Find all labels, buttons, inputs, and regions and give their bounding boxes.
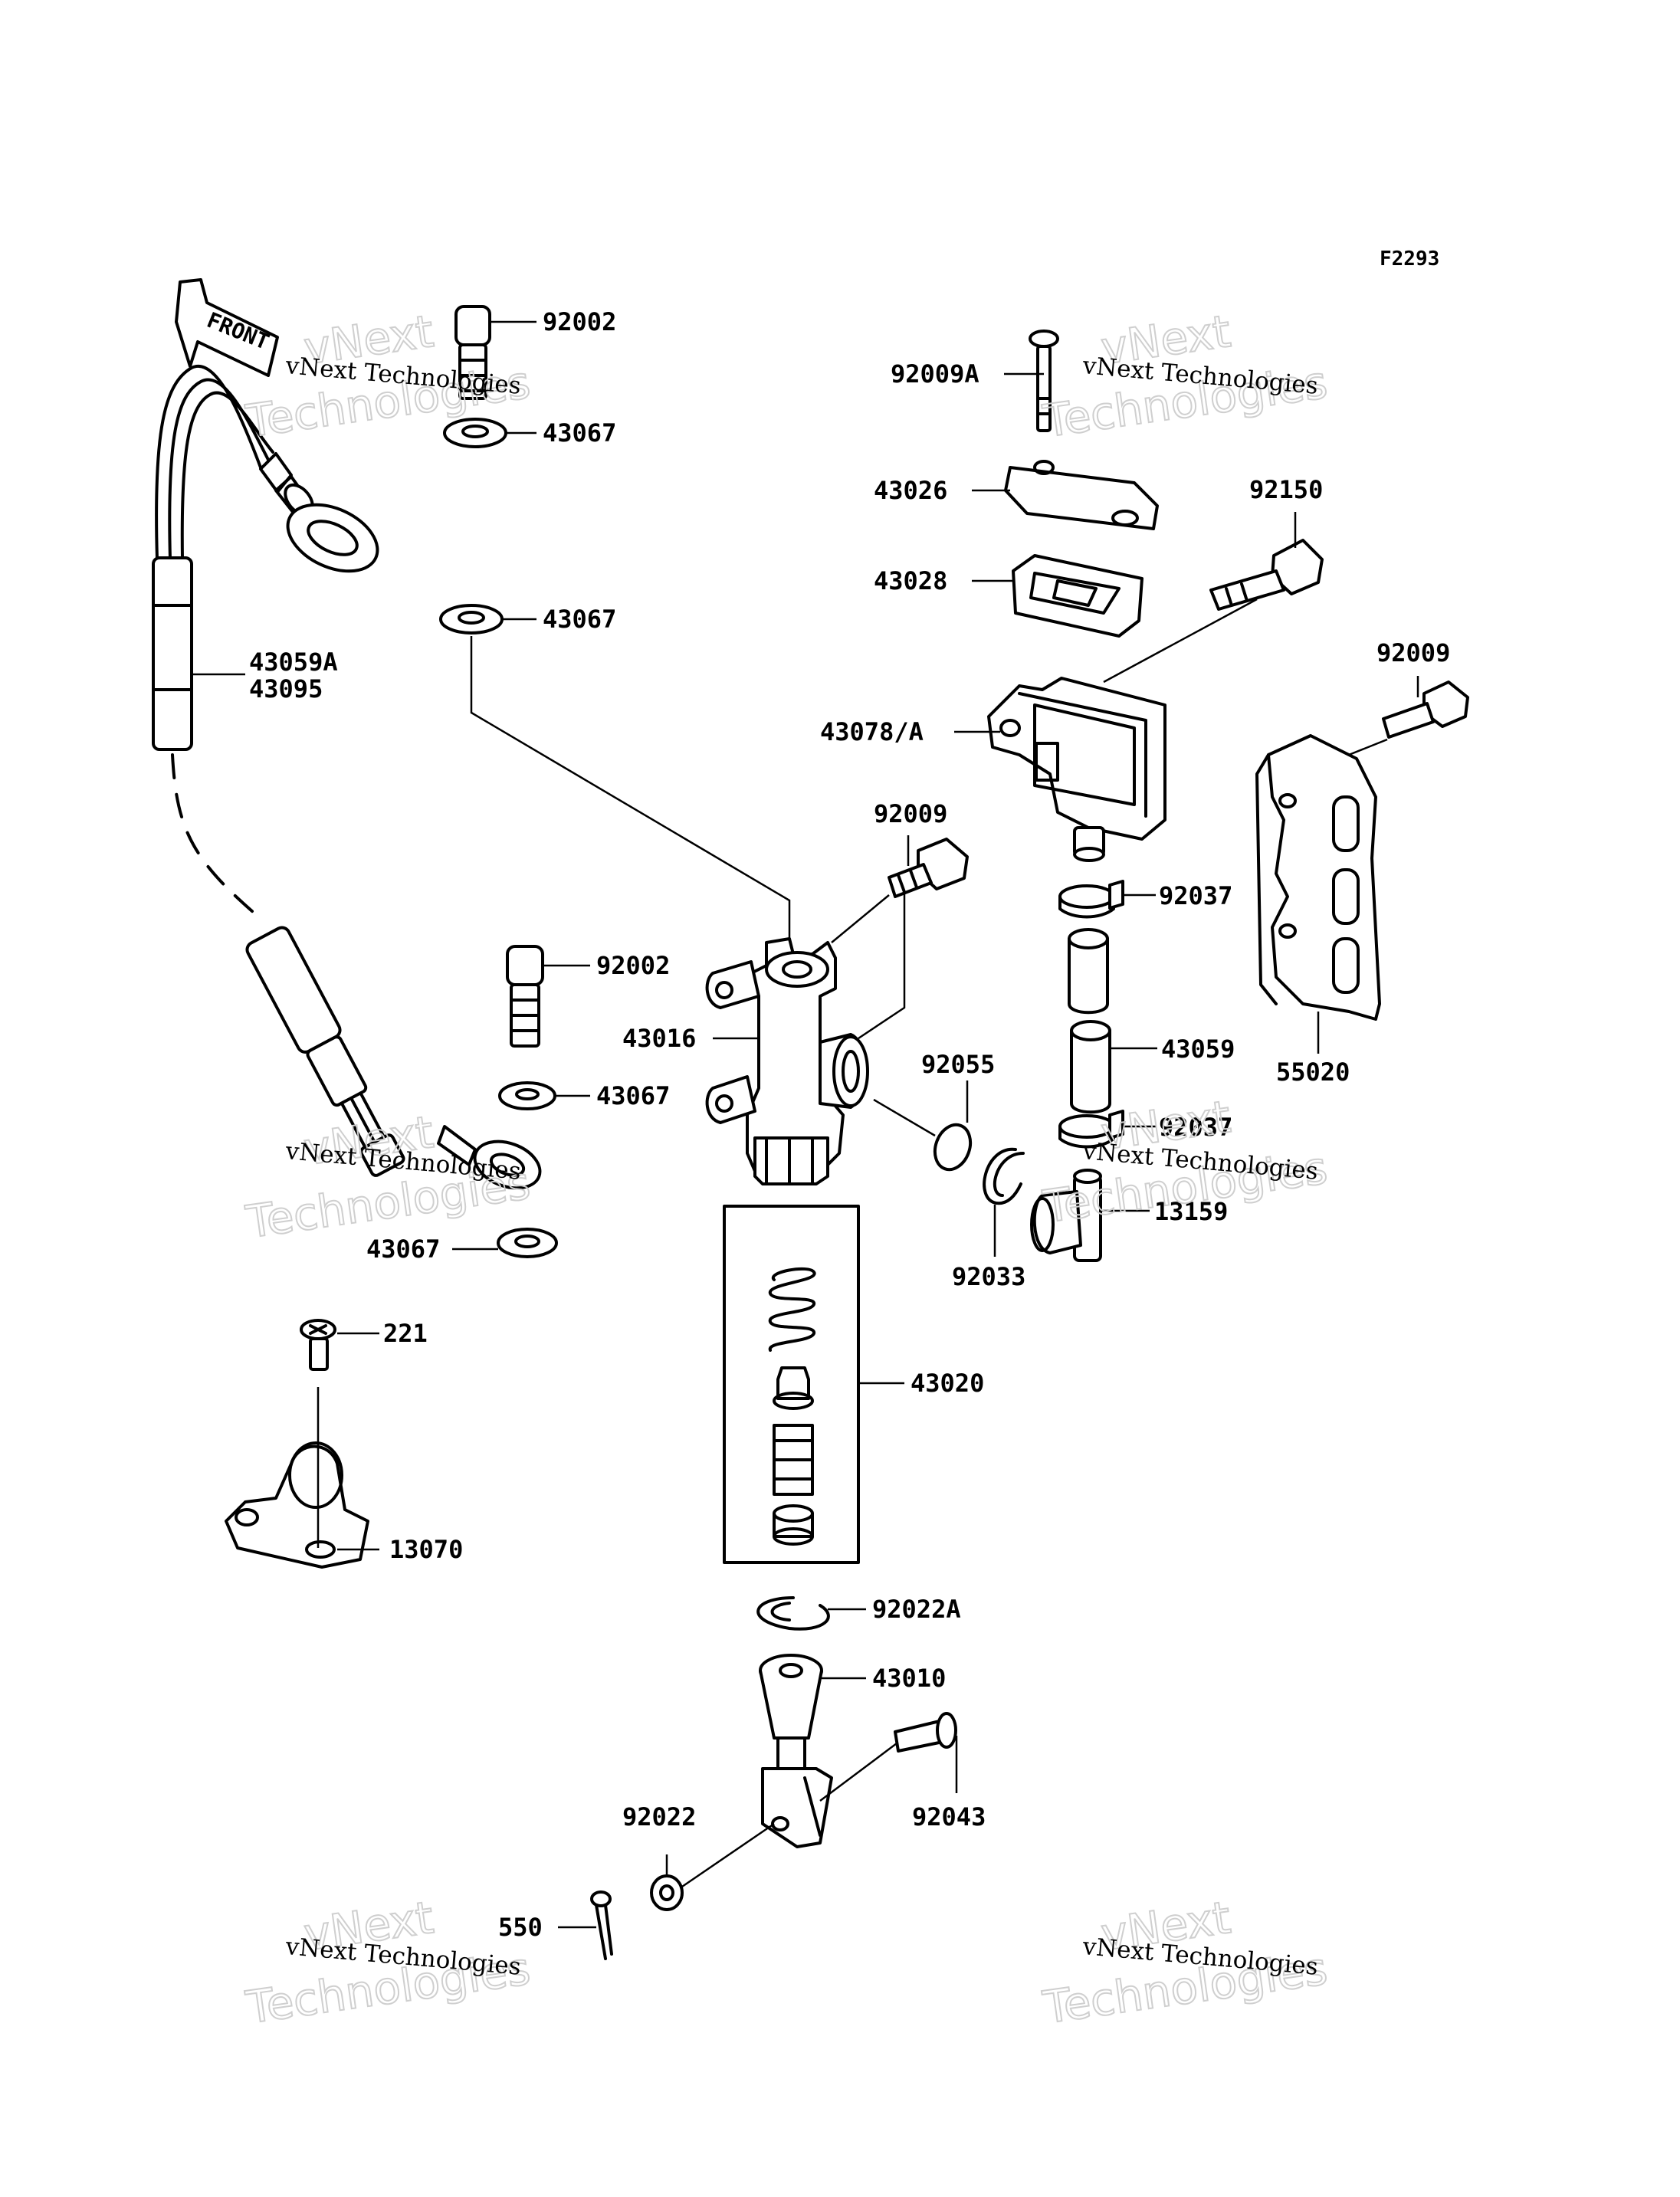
callout-43067-c: 43067 — [596, 1081, 670, 1110]
callout-43067-d: 43067 — [366, 1235, 440, 1264]
callout-92002-mid: 92002 — [596, 951, 670, 980]
callout-55020: 55020 — [1276, 1058, 1350, 1087]
watermark-top-left: vNext Technologies vNext Technologies — [241, 304, 533, 448]
banjo-bolt-top — [454, 305, 491, 400]
elbow-13159 — [1030, 1169, 1102, 1262]
callout-13070: 13070 — [389, 1535, 463, 1564]
callout-221: 221 — [383, 1319, 428, 1348]
oring-92055 — [933, 1123, 973, 1172]
hose-43059 — [1068, 928, 1111, 1114]
clamp-92037-bottom — [1058, 1110, 1124, 1149]
bracket-13070 — [225, 1441, 369, 1569]
callout-43020: 43020 — [911, 1369, 984, 1398]
callout-43059: 43059 — [1161, 1035, 1235, 1064]
pin-92043 — [894, 1712, 957, 1753]
watermark-mid-left: vNext Technologies vNext Technologies — [241, 1105, 533, 1249]
push-rod-43010 — [759, 1654, 833, 1848]
callout-92055: 92055 — [921, 1050, 995, 1079]
banjo-bolt-mid — [506, 945, 544, 1048]
callout-92043: 92043 — [912, 1802, 986, 1831]
bolt-92150 — [1209, 539, 1324, 611]
leader-lines — [192, 320, 1419, 1929]
figure-code: F2293 — [1380, 248, 1439, 271]
callout-43059A: 43059A — [249, 648, 338, 677]
reservoir-cap-43026 — [1004, 460, 1159, 530]
callout-43026: 43026 — [874, 476, 947, 505]
callout-labels: 92002 43067 43067 43059A 43095 92002 430… — [249, 307, 1450, 1942]
watermark-bottom-right: vNext Technologies vNext Technologies — [1039, 1890, 1331, 2035]
callout-43067-b: 43067 — [543, 605, 616, 634]
callout-43067-a: 43067 — [543, 418, 616, 448]
washer-92022 — [650, 1874, 684, 1911]
diaphragm-43028 — [1012, 554, 1144, 638]
callout-92150: 92150 — [1249, 475, 1323, 504]
circlip-92022A — [756, 1596, 830, 1631]
watermark-bottom-left: vNext Technologies vNext Technologies — [241, 1890, 533, 2035]
cotter-pin-550 — [590, 1890, 613, 1960]
watermark-top-right: vNext Technologies vNext Technologies — [1039, 304, 1331, 448]
callout-92009-mid: 92009 — [874, 799, 947, 828]
washers — [439, 418, 558, 1258]
reservoir-body-43078 — [987, 677, 1166, 862]
callout-43095: 43095 — [249, 674, 323, 703]
callout-43078A: 43078/A — [820, 717, 924, 746]
callout-92002-top: 92002 — [543, 307, 616, 336]
circlip-92033 — [983, 1147, 1025, 1205]
callout-43028: 43028 — [874, 566, 947, 595]
callout-92037-a: 92037 — [1159, 881, 1232, 910]
callout-13159: 13159 — [1154, 1197, 1228, 1226]
callout-92037-b: 92037 — [1159, 1113, 1232, 1142]
screw-92009A — [1029, 330, 1059, 432]
callout-92009A: 92009A — [891, 359, 979, 389]
piston-kit-43020 — [723, 1205, 860, 1564]
callout-43010: 43010 — [872, 1664, 946, 1693]
callout-92009-right: 92009 — [1376, 638, 1450, 667]
callout-43016: 43016 — [622, 1024, 696, 1053]
clamp-92037-top — [1058, 880, 1124, 919]
brake-hose — [152, 364, 542, 1190]
callout-92022: 92022 — [622, 1802, 696, 1831]
callout-92033: 92033 — [952, 1262, 1025, 1291]
guard-55020 — [1255, 734, 1381, 1021]
front-arrow-icon: FRONT — [175, 278, 279, 377]
callout-550: 550 — [498, 1913, 543, 1942]
bolt-92009-mid — [888, 838, 969, 898]
callout-92022A: 92022A — [872, 1595, 961, 1624]
master-cylinder-body — [705, 937, 869, 1185]
screw-221 — [300, 1319, 336, 1371]
bolt-92009-right — [1382, 680, 1469, 739]
